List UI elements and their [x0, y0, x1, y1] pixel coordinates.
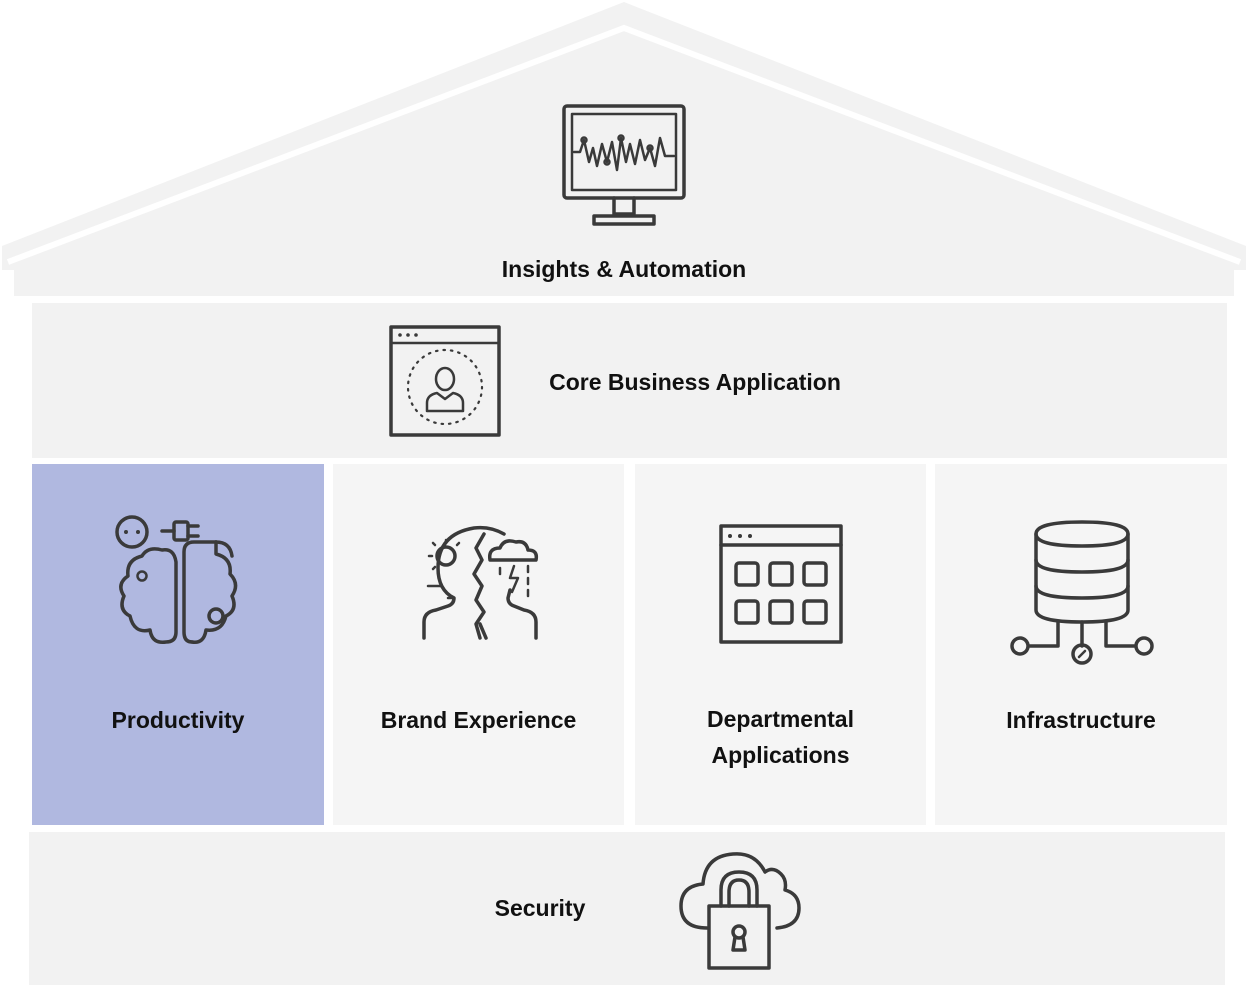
pillar-productivity-label: Productivity	[111, 707, 245, 733]
pillar-brand-experience	[333, 464, 624, 825]
app-window-user-icon	[389, 325, 501, 437]
monitor-chart-icon	[562, 104, 686, 226]
brain-plug-icon	[115, 515, 238, 644]
pillar-departmental-label-line2: Applications	[711, 742, 850, 768]
pillar-productivity	[32, 464, 324, 825]
roof-label: Insights & Automation	[501, 256, 747, 282]
pillar-departmental-applications	[635, 464, 926, 825]
pillar-brand-experience-label: Brand Experience	[380, 707, 577, 733]
database-network-icon	[1010, 520, 1154, 665]
app-grid-window-icon	[719, 524, 843, 644]
core-band	[32, 303, 1227, 458]
mood-heads-icon	[422, 525, 539, 640]
security-band	[29, 832, 1225, 985]
cloud-lock-icon	[679, 852, 801, 970]
pillar-departmental-label-line1: Departmental	[707, 706, 854, 732]
security-label: Security	[494, 895, 586, 921]
core-label: Core Business Application	[549, 369, 841, 395]
pillar-infrastructure-label: Infrastructure	[1006, 707, 1156, 733]
